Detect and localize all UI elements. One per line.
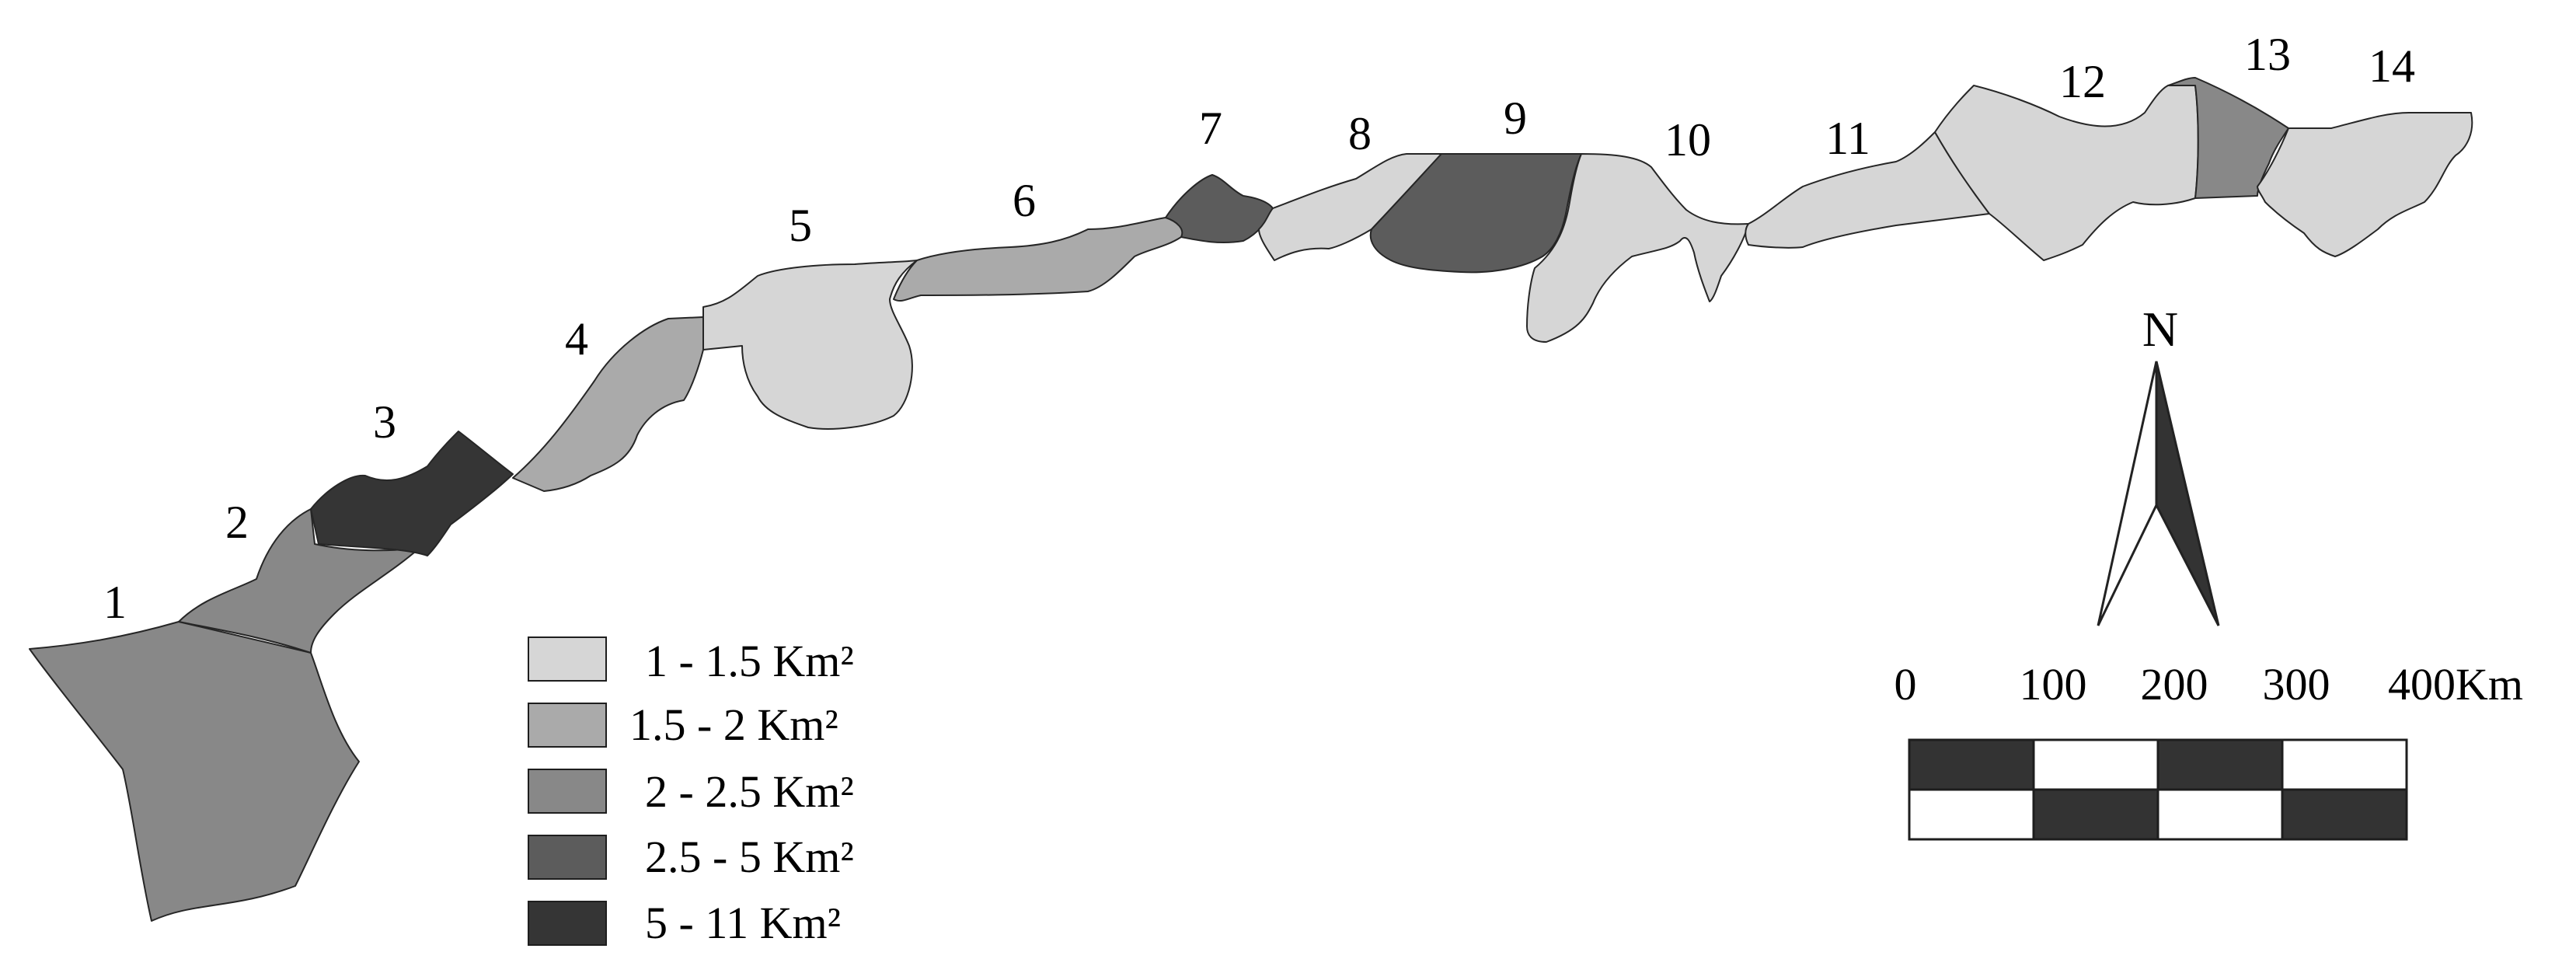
region-label-9: 9 [1504,92,1527,144]
region-12 [1934,85,2199,261]
region-labels: 1 2 3 4 5 6 7 8 9 10 11 12 13 14 [103,29,2415,628]
scale-cell-r1c2 [2032,738,2159,791]
region-label-14: 14 [2369,40,2415,92]
legend-item: 1.5 - 2 Km² [528,699,838,750]
north-arrow-right-half [2155,361,2220,626]
north-arrow-left-half [2097,361,2158,626]
region-1 [29,621,360,922]
legend-label-4: 2.5 - 5 Km² [645,832,854,882]
region-label-11: 11 [1825,113,1870,164]
regions-layer [29,77,2473,922]
scale-cell-r2c1 [1908,788,2035,841]
region-6 [893,217,1186,302]
region-4 [512,316,704,492]
region-label-7: 7 [1199,103,1222,154]
scale-tick-300: 300 [2263,659,2330,710]
region-label-4: 4 [565,313,588,364]
region-label-2: 2 [225,497,249,548]
north-arrow-icon: N [2097,302,2220,626]
region-label-6: 6 [1013,175,1036,226]
region-13 [2167,77,2289,199]
legend-swatch-1 [528,636,607,682]
region-10 [1526,153,1749,343]
legend-label-2: 1.5 - 2 Km² [629,699,838,750]
region-label-3: 3 [373,396,396,448]
scale-cell-r2c2 [2032,788,2159,841]
scale-cell-r1c4 [2281,738,2408,791]
scale-cell-r2c4 [2281,788,2408,841]
legend-item: 2.5 - 5 Km² [528,832,854,882]
region-label-5: 5 [789,200,812,251]
legend-label-1: 1 - 1.5 Km² [645,636,854,686]
scale-tick-400km: 400Km [2388,659,2523,710]
scale-cell-r1c3 [2156,738,2284,791]
region-3 [310,431,514,556]
legend: 1 - 1.5 Km² 1.5 - 2 Km² 2 - 2.5 Km² 2.5 … [528,636,854,948]
legend-swatch-4 [528,835,607,880]
legend-item: 2 - 2.5 Km² [528,766,854,817]
scale-cell-r2c3 [2156,788,2284,841]
scale-bar: 0 100 200 300 400Km [1895,659,2523,841]
region-label-8: 8 [1348,108,1372,159]
north-label: N [2142,302,2178,357]
scale-cell-r1c1 [1908,738,2035,791]
region-9 [1369,153,1582,274]
region-label-13: 13 [2244,29,2291,80]
legend-item: 5 - 11 Km² [528,898,841,948]
legend-swatch-2 [528,703,607,748]
region-label-1: 1 [103,577,127,628]
legend-label-3: 2 - 2.5 Km² [645,766,854,817]
legend-swatch-3 [528,769,607,814]
region-label-10: 10 [1664,114,1711,166]
legend-label-5: 5 - 11 Km² [645,898,841,948]
scale-tick-200: 200 [2141,659,2208,710]
scale-tick-0: 0 [1895,659,1917,710]
region-5 [702,260,918,430]
region-label-12: 12 [2059,56,2106,107]
legend-item: 1 - 1.5 Km² [528,636,854,686]
region-7 [1165,174,1274,244]
scale-tick-100: 100 [2020,659,2087,710]
region-14 [2257,112,2473,257]
legend-swatch-5 [528,901,607,946]
